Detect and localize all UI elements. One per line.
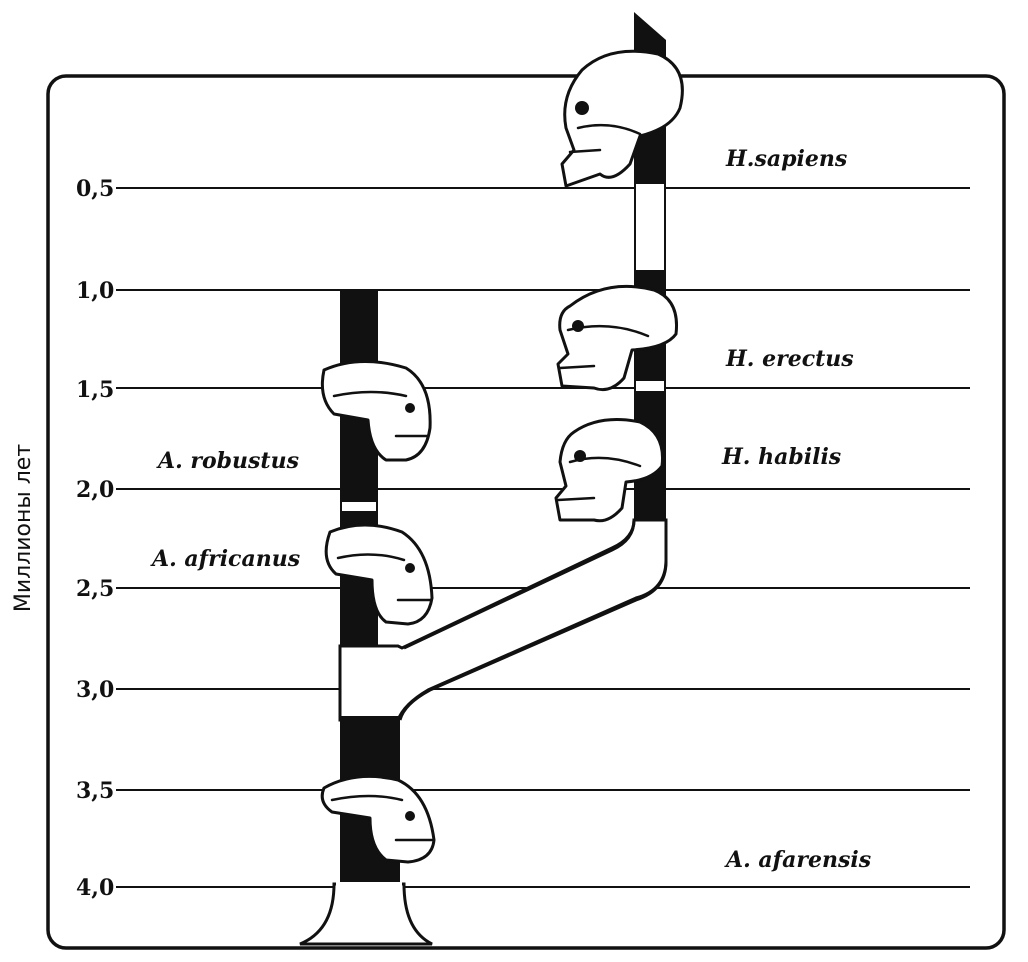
skull-icon-sapiens: [560, 49, 684, 188]
tick-label: 2,0: [76, 477, 114, 503]
tick-label: 1,5: [76, 377, 114, 403]
homo-lineage: [634, 12, 666, 520]
tick-label: 3,0: [76, 677, 114, 703]
skull-icon-robustus: [320, 360, 432, 462]
diagram-frame: [46, 74, 1006, 950]
branch-connectors: [338, 518, 668, 722]
species-label-habilis: H. habilis: [721, 444, 841, 470]
skull-icon-afarensis: [320, 774, 436, 864]
tick-label: 3,5: [76, 778, 114, 804]
time-axis-ticks: 0,5 1,0 1,5 2,0 2,5 3,0 3,5 4,0: [76, 176, 114, 901]
species-label-erectus: H. erectus: [725, 346, 854, 372]
skull-icon-erectus: [556, 284, 679, 392]
species-label-africanus: A. africanus: [150, 546, 300, 572]
tick-label: 1,0: [76, 278, 114, 304]
tick-label: 4,0: [76, 875, 114, 901]
skull-icon-africanus: [324, 523, 434, 626]
axis-title: Миллионы лет: [11, 444, 36, 613]
skull-icon-habilis: [554, 418, 665, 523]
tick-label: 0,5: [76, 176, 114, 202]
tick-label: 2,5: [76, 576, 114, 602]
species-label-robustus: A. robustus: [156, 448, 299, 474]
species-label-sapiens: H.sapiens: [725, 146, 847, 172]
species-label-afarensis: A. afarensis: [724, 847, 871, 873]
